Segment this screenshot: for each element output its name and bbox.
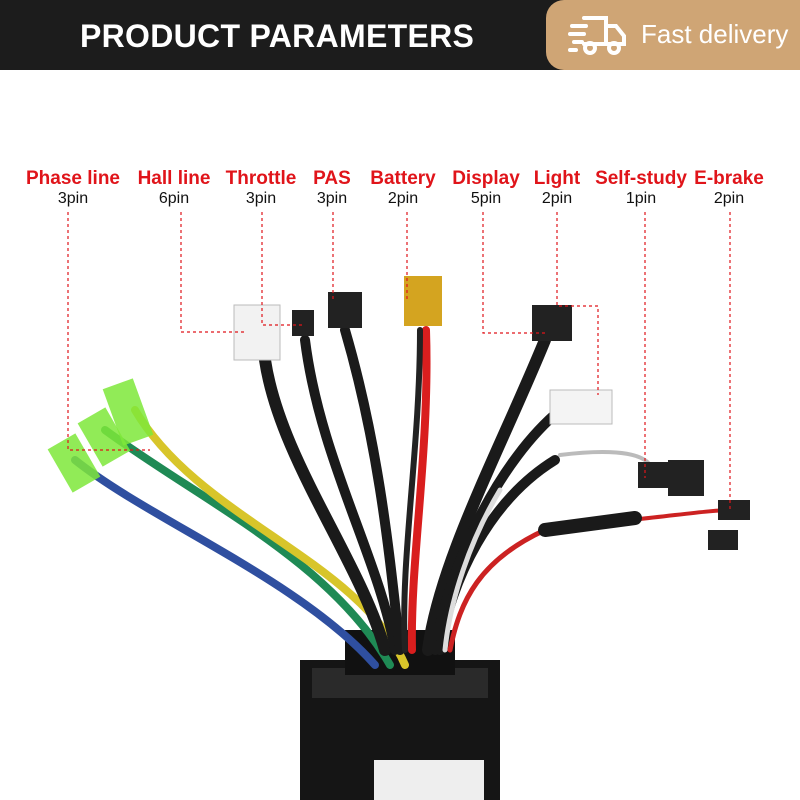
wire-bundle xyxy=(71,325,737,669)
delivery-truck-icon xyxy=(568,16,626,55)
page-title: PRODUCT PARAMETERS xyxy=(80,18,475,54)
leader-lines xyxy=(67,212,731,512)
connectors xyxy=(47,276,750,550)
fast-delivery-badge: Fast delivery xyxy=(546,0,800,70)
badge-text: Fast delivery xyxy=(641,19,789,49)
header-banner: PRODUCT PARAMETERS Fast delivery xyxy=(0,0,800,70)
